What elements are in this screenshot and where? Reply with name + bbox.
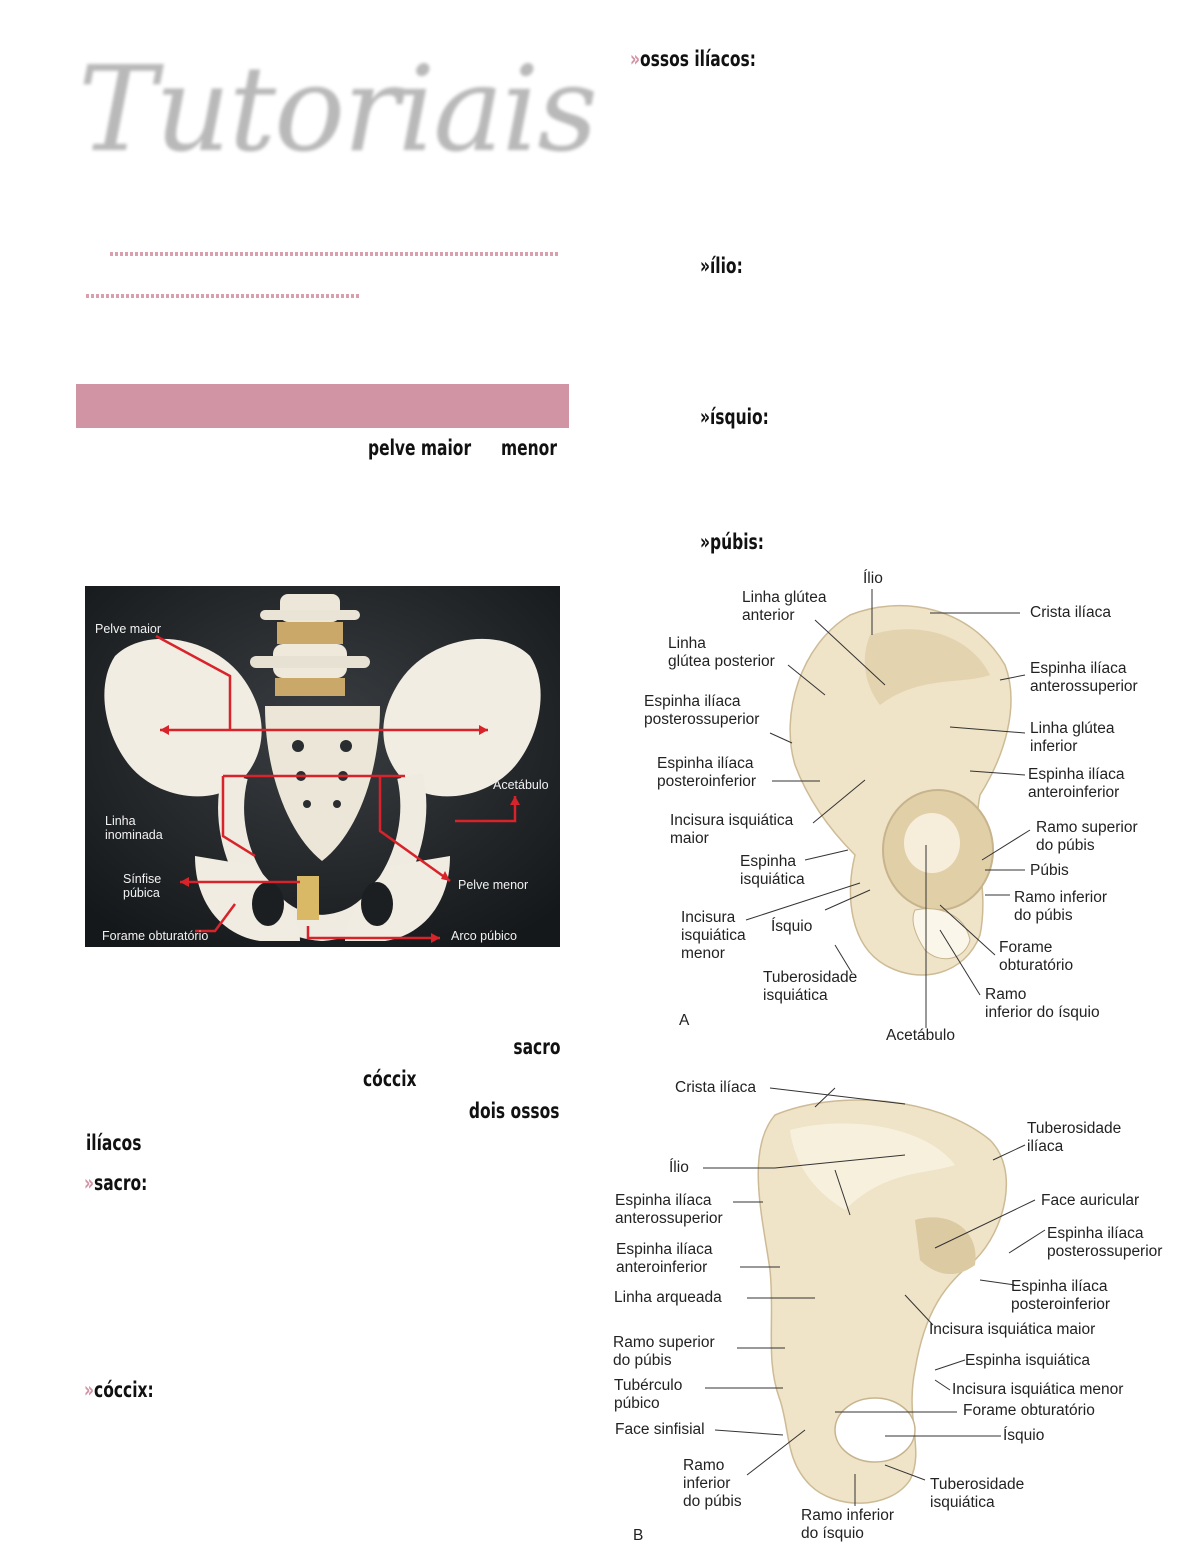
- b-label-face-auricular: Face auricular: [1041, 1192, 1139, 1210]
- label-pelve-maior: Pelve maior: [95, 622, 161, 636]
- heading-coccix: »cóccix:: [84, 1378, 154, 1402]
- b-label-face-sinfisial: Face sinfisial: [615, 1421, 705, 1439]
- a-label-ilio: Ílio: [863, 570, 883, 588]
- label-pelve-menor: Pelve menor: [458, 878, 528, 892]
- a-label-pubis: Púbis: [1030, 862, 1069, 880]
- b-label-espinha-isquiatica: Espinha isquiática: [965, 1352, 1090, 1370]
- a-label-espinha-postinf: Espinha ilíaca posteroinferior: [657, 755, 756, 791]
- b-label-espinha-antinf: Espinha ilíaca anteroinferior: [616, 1241, 713, 1277]
- b-label-espinha-postsup: Espinha ilíaca posterossuperior: [1047, 1225, 1162, 1261]
- a-label-incisura-maior: Incisura isquiática maior: [670, 812, 793, 848]
- wavy-divider-bottom: [86, 294, 359, 298]
- heading-ilio: »ílio:: [700, 254, 743, 278]
- b-label-espinha-antsup: Espinha ilíaca anterossuperior: [615, 1192, 723, 1228]
- a-label-ramo-inf-isquio: Ramo inferior do ísquio: [985, 986, 1100, 1022]
- b-label-incisura-maior: Incisura isquiática maior: [929, 1321, 1095, 1339]
- pelve-menor-term: menor: [501, 436, 557, 460]
- a-label-isquio: Ísquio: [771, 918, 812, 936]
- a-label-ramo-sup-pubis: Ramo superior do púbis: [1036, 819, 1138, 855]
- a-label-espinha-postsup: Espinha ilíaca posterossuperior: [644, 693, 759, 729]
- arrow-glyph: »: [84, 1171, 94, 1195]
- arrow-glyph: »: [630, 47, 640, 71]
- heading-isquio: »ísquio:: [700, 405, 769, 429]
- a-label-linha-glutea-posterior: Linha glútea posterior: [668, 635, 775, 671]
- a-label-linha-glutea-anterior: Linha glútea anterior: [742, 589, 826, 625]
- b-label-ramo-inf-pubis: Ramo inferior do púbis: [683, 1457, 742, 1511]
- heading-sacro-text: sacro:: [94, 1171, 147, 1195]
- b-label-ramo-sup-pubis: Ramo superior do púbis: [613, 1334, 715, 1370]
- label-forame-obturatorio: Forame obturatório: [102, 929, 208, 943]
- heading-pubis: »púbis:: [700, 530, 764, 554]
- a-label-ramo-inf-pubis: Ramo inferior do púbis: [1014, 889, 1107, 925]
- b-label-linha-arqueada: Linha arqueada: [614, 1289, 722, 1307]
- a-label-espinha-antsup: Espinha ilíaca anterossuperior: [1030, 660, 1138, 696]
- hip-bone-lateral-diagram: Ílio Linha glútea anterior Crista ilíaca…: [620, 565, 1185, 1055]
- term-dois-ossos: dois ossos: [469, 1099, 560, 1123]
- heading-coccix-text: cóccix:: [94, 1378, 154, 1402]
- b-label-crista-iliaca: Crista ilíaca: [675, 1079, 756, 1097]
- pelve-maior-term: pelve maior: [368, 436, 471, 460]
- tutoriais-logo: Tutoriais: [78, 40, 596, 178]
- b-letter: B: [633, 1527, 643, 1545]
- pelvis-photo: Pelve maior Acetábulo Linha inominada Sí…: [85, 586, 560, 947]
- heading-ossos-iliacos-text: ossos ilíacos:: [640, 47, 756, 71]
- b-label-ilio: Ílio: [669, 1159, 689, 1177]
- b-label-forame-obturatorio: Forame obturatório: [963, 1402, 1095, 1420]
- a-label-incisura-menor: Incisura isquiática menor: [681, 909, 746, 963]
- a-label-espinha-isquiatica: Espinha isquiática: [740, 853, 805, 889]
- a-label-tuberosidade: Tuberosidade isquiática: [763, 969, 857, 1005]
- heading-sacro: »sacro:: [84, 1171, 147, 1195]
- a-label-espinha-antinf: Espinha ilíaca anteroinferior: [1028, 766, 1125, 802]
- label-sinfise-pubica: Sínfise púbica: [123, 872, 161, 900]
- a-label-linha-glutea-inferior: Linha glútea inferior: [1030, 720, 1114, 756]
- b-label-ramo-inf-isquio: Ramo inferior do ísquio: [801, 1507, 894, 1543]
- a-label-acetabulo: Acetábulo: [886, 1027, 955, 1045]
- b-label-isquio: Ísquio: [1003, 1427, 1044, 1445]
- label-arco-pubico: Arco púbico: [451, 929, 517, 943]
- heading-ossos-iliacos: »ossos ilíacos:: [630, 47, 756, 71]
- b-label-tuberosidade-isquiatica: Tuberosidade isquiática: [930, 1476, 1024, 1512]
- term-sacro: sacro: [513, 1035, 560, 1059]
- term-coccix: cóccix: [363, 1067, 416, 1091]
- section-banner: [76, 384, 569, 428]
- b-label-incisura-menor: Incisura isquiática menor: [952, 1381, 1123, 1399]
- b-label-tuberosidade-iliaca: Tuberosidade ilíaca: [1027, 1120, 1121, 1156]
- b-label-tuberculo-pubico: Tubérculo púbico: [614, 1377, 682, 1413]
- label-linha-inominada: Linha inominada: [105, 814, 163, 842]
- label-acetabulo: Acetábulo: [493, 778, 549, 792]
- hip-bone-medial-diagram: Crista ilíaca Tuberosidade ilíaca Ílio F…: [605, 1070, 1185, 1560]
- term-iliacos: ilíacos: [86, 1131, 141, 1155]
- a-label-crista-iliaca: Crista ilíaca: [1030, 604, 1111, 622]
- arrow-glyph: »: [84, 1378, 94, 1402]
- b-label-espinha-postinf: Espinha ilíaca posteroinferior: [1011, 1278, 1110, 1314]
- a-letter: A: [679, 1012, 689, 1030]
- wavy-divider-top: [110, 252, 560, 256]
- a-label-forame-obturatorio: Forame obturatório: [999, 939, 1073, 975]
